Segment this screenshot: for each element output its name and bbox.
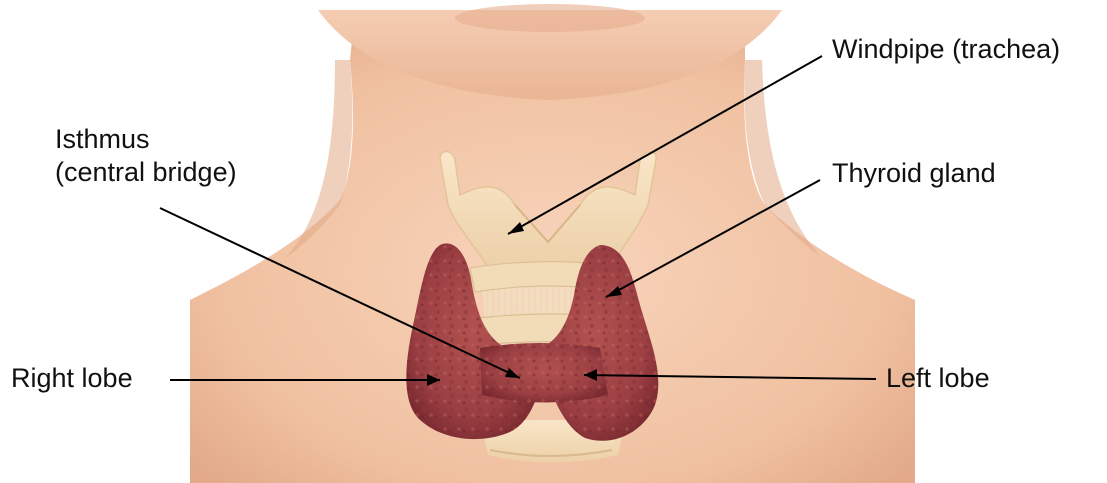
right-lobe-label: Right lobe (11, 362, 133, 395)
isthmus-label-line2: (central bridge) (55, 156, 237, 189)
isthmus-label-line1: Isthmus (55, 123, 237, 156)
windpipe-label: Windpipe (trachea) (832, 33, 1060, 66)
thyroid-gland-label: Thyroid gland (832, 157, 996, 190)
isthmus-label: Isthmus (central bridge) (55, 123, 237, 189)
left-lobe-label: Left lobe (886, 362, 990, 395)
